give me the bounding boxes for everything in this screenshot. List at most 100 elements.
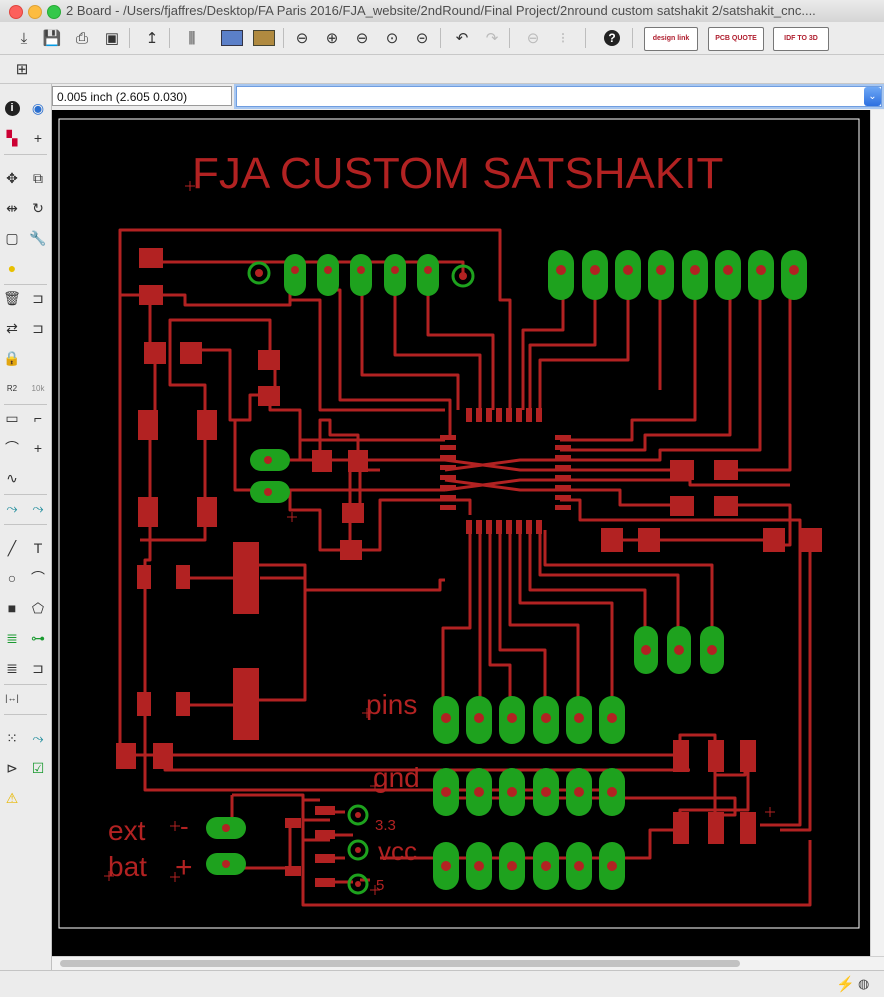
- title-bar: 2 Board - /Users/fjaffres/Desktop/FA Par…: [0, 0, 884, 23]
- pins-label: pins: [366, 689, 417, 720]
- autorouter-icon[interactable]: ⤳: [32, 729, 44, 746]
- stop-command-icon[interactable]: ◍: [858, 976, 870, 991]
- mark-icon[interactable]: +: [33, 130, 43, 146]
- zoom-window-button[interactable]: [47, 5, 61, 19]
- through-hole-pads: [206, 250, 807, 895]
- display-layers-icon[interactable]: ▚: [6, 129, 18, 146]
- help-icon[interactable]: ?: [600, 27, 624, 49]
- script-icon[interactable]: ↥: [145, 30, 159, 47]
- arc-icon[interactable]: ⌒: [31, 570, 45, 586]
- miter-icon[interactable]: ⌐: [33, 410, 43, 426]
- save-icon[interactable]: 💾: [42, 30, 62, 47]
- stop-icon[interactable]: ⊖: [526, 30, 540, 47]
- change-icon[interactable]: 🔧: [29, 229, 47, 246]
- replace-icon[interactable]: ⇄: [6, 319, 18, 336]
- minimize-window-button[interactable]: [28, 5, 42, 19]
- status-bar: ⚡ ◍: [0, 970, 884, 997]
- vertical-scrollbar[interactable]: [870, 110, 884, 956]
- route-icon[interactable]: +: [33, 440, 43, 456]
- schematic-switch-icon[interactable]: [220, 27, 244, 49]
- via-icon[interactable]: ≣: [6, 629, 18, 646]
- board-drawing: FJA CUSTOM SATSHAKIT: [58, 118, 860, 929]
- v33-label: 3.3: [375, 817, 396, 834]
- text-icon[interactable]: T: [33, 540, 43, 556]
- info-icon[interactable]: i: [1, 97, 23, 119]
- coordinate-display: 0.005 inch (2.605 0.030): [52, 86, 232, 106]
- add-icon[interactable]: ⊐: [32, 289, 44, 306]
- v5-label: 5: [376, 877, 384, 894]
- ripup-icon[interactable]: ∿: [6, 469, 18, 486]
- board-canvas[interactable]: FJA CUSTOM SATSHAKIT: [52, 110, 870, 956]
- attribute-icon[interactable]: ⊐: [32, 659, 44, 676]
- cam-processor-icon[interactable]: ▣: [104, 30, 120, 47]
- print-icon[interactable]: ⎙: [75, 29, 88, 47]
- board-outline: [58, 118, 860, 929]
- zoom-out-icon[interactable]: ⊖: [355, 30, 369, 47]
- grid-toolbar: ⊞: [0, 55, 884, 84]
- ic-pads: [440, 408, 571, 534]
- design-link-button[interactable]: design link: [644, 27, 698, 51]
- polygon-icon[interactable]: ⬠: [31, 599, 45, 616]
- close-window-button[interactable]: [9, 5, 23, 19]
- lightning-icon[interactable]: ⚡: [836, 976, 855, 993]
- gnd-label: gnd: [373, 762, 420, 793]
- value-icon[interactable]: 10k: [31, 383, 45, 393]
- window-title: 2 Board - /Users/fjaffres/Desktop/FA Par…: [66, 3, 816, 18]
- horizontal-scrollbar[interactable]: [52, 956, 884, 971]
- open-icon[interactable]: ⤓: [20, 29, 28, 47]
- hole-icon[interactable]: ≣: [6, 659, 18, 676]
- undo-icon[interactable]: ↶: [455, 30, 469, 47]
- ext-label: ext: [108, 815, 146, 846]
- idf-to-3d-button[interactable]: IDF TO 3D: [773, 27, 829, 51]
- zoom-fit-icon[interactable]: ⊖: [295, 30, 309, 47]
- command-input[interactable]: [236, 86, 882, 107]
- optimize-icon[interactable]: ⌒: [5, 440, 19, 456]
- minus-label: -: [180, 811, 189, 841]
- ratsnest-icon[interactable]: [252, 27, 276, 49]
- drc-icon[interactable]: ☑: [31, 759, 45, 776]
- grid-icon[interactable]: ⊞: [15, 61, 29, 78]
- redo-icon[interactable]: ↷: [485, 30, 499, 47]
- errors-icon[interactable]: ⚠: [5, 789, 19, 806]
- wire-icon[interactable]: ⤳: [6, 499, 18, 516]
- signal-icon[interactable]: ⊶: [31, 629, 45, 646]
- zoom-in-icon[interactable]: ⊕: [325, 30, 339, 47]
- vcc-label: vcc: [378, 836, 417, 866]
- zoom-select-icon[interactable]: ⊝: [415, 30, 429, 47]
- mirror-icon[interactable]: ⇹: [6, 199, 18, 216]
- ratsnest-tool-icon[interactable]: ⁙: [6, 729, 18, 746]
- paste-icon[interactable]: ●: [7, 260, 17, 276]
- main-toolbar: ⤓ 💾 ⎙ ▣ ↥ ⫼ ⊖ ⊕ ⊖ ⊙ ⊝ ↶ ↷ ⊖ ⁝ ? design l…: [0, 22, 884, 55]
- erc-icon[interactable]: ⊳: [6, 759, 18, 776]
- chevron-down-icon: ⌄: [868, 91, 877, 102]
- rect-icon[interactable]: ■: [7, 600, 17, 616]
- split-icon[interactable]: ▭: [5, 409, 19, 426]
- name-icon[interactable]: R2: [6, 383, 18, 393]
- smash-icon[interactable]: ⊐: [32, 319, 44, 336]
- layer-settings-icon[interactable]: ⫼: [188, 29, 196, 47]
- bat-label: bat: [108, 851, 147, 882]
- tool-palette: i ◉ ▚ + ✥ ⧉ ⇹ ↻ ▢ 🔧 ● 🗑 ⊐ ⇄ ⊐ 🔒 R2 10k ▭…: [0, 84, 52, 970]
- pcb-quote-button[interactable]: PCB QUOTE: [708, 27, 764, 51]
- delete-icon[interactable]: 🗑: [3, 289, 21, 306]
- line-icon[interactable]: ╱: [7, 539, 17, 556]
- plus-label: +: [175, 851, 193, 884]
- show-icon[interactable]: ◉: [31, 99, 45, 116]
- group-icon[interactable]: ▢: [5, 229, 19, 246]
- design-link-label: design link: [652, 35, 690, 42]
- horizontal-scroll-thumb[interactable]: [60, 960, 740, 967]
- zoom-redraw-icon[interactable]: ⊙: [385, 30, 399, 47]
- origin-crosses: [104, 512, 775, 895]
- idf-to-3d-label: IDF TO 3D: [784, 35, 818, 42]
- text-route-icon[interactable]: ⤳: [32, 499, 44, 516]
- rotate-icon[interactable]: ↻: [32, 199, 44, 216]
- move-icon[interactable]: ✥: [6, 169, 18, 186]
- circle-icon[interactable]: ○: [7, 570, 17, 586]
- pcb-quote-label: PCB QUOTE: [715, 35, 757, 42]
- copy-icon[interactable]: ⧉: [33, 169, 43, 186]
- board-title: FJA CUSTOM SATSHAKIT: [192, 149, 723, 198]
- command-history-dropdown[interactable]: ⌄: [864, 87, 881, 106]
- go-icon[interactable]: ⁝: [560, 30, 566, 47]
- lock-icon[interactable]: 🔒: [3, 349, 21, 366]
- dimension-icon[interactable]: |↔|: [5, 693, 19, 703]
